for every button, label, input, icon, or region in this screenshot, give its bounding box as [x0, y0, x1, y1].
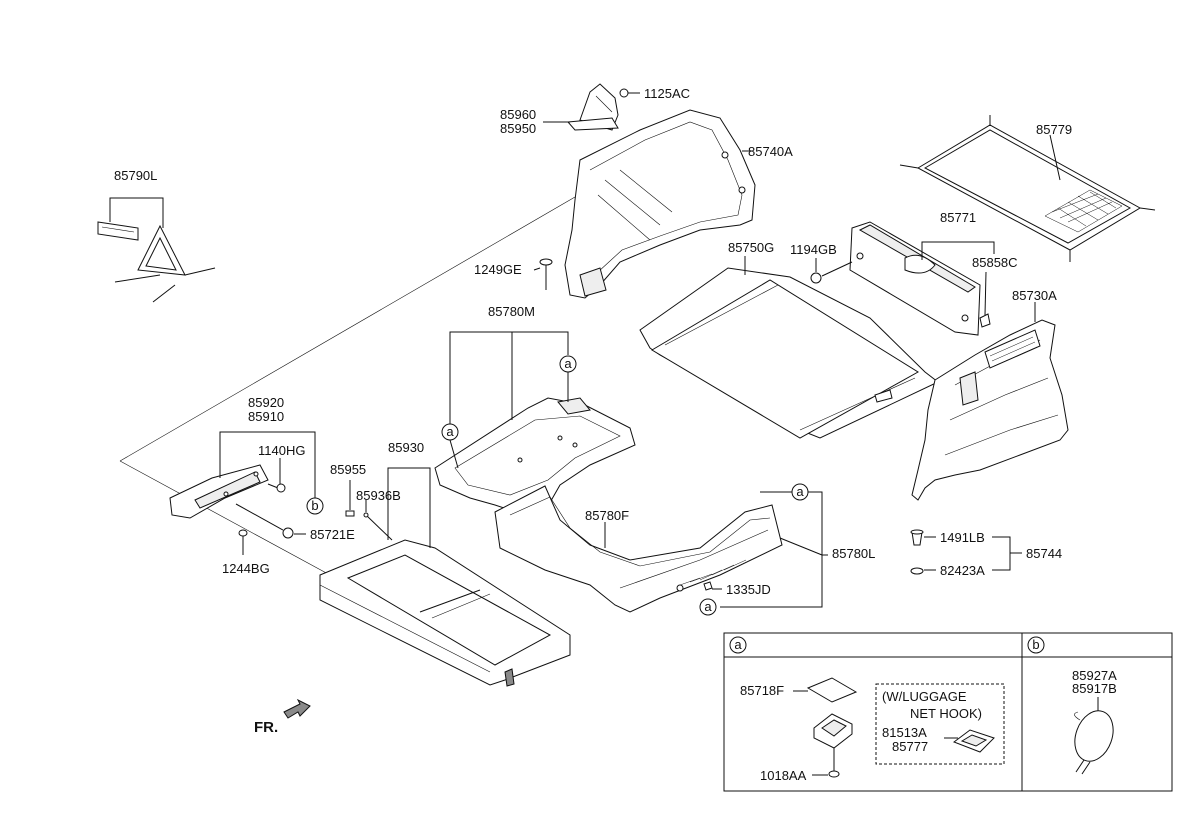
reference-line — [119, 196, 576, 462]
warning-triangle-part — [97, 221, 216, 303]
label-85718F: 85718F — [740, 683, 784, 698]
leader-1249GE — [533, 267, 541, 271]
leader-85771 — [921, 241, 995, 260]
callout-a-4: a — [699, 598, 717, 616]
label-85744: 85744 — [1026, 546, 1062, 561]
net-hook-part — [952, 729, 995, 753]
label-85780L: 85780L — [832, 546, 875, 561]
label-81513A: 81513A — [882, 725, 927, 740]
label-85750G: 85750G — [728, 240, 774, 255]
cap-85721E — [235, 503, 294, 539]
leader-callout-a-2 — [449, 439, 459, 469]
label-85721E: 85721E — [310, 527, 355, 542]
clip-1194GB — [810, 261, 853, 284]
label-1018AA: 1018AA — [760, 768, 807, 783]
upper-bracket-part — [566, 83, 640, 131]
label-85777: 85777 — [892, 739, 928, 754]
small-clips-85955 — [345, 510, 393, 541]
leader-85858C — [984, 271, 987, 316]
label-85740A: 85740A — [748, 144, 793, 159]
bolt-1140HG — [267, 483, 286, 493]
label-85955: 85955 — [330, 462, 366, 477]
screw-1244BG — [238, 529, 248, 555]
label-85779: 85779 — [1036, 122, 1072, 137]
svg-text:b: b — [1032, 637, 1039, 652]
svg-text:a: a — [796, 484, 804, 499]
luggage-board-part — [319, 539, 571, 687]
svg-text:a: a — [734, 637, 742, 652]
label-85920: 85920 — [248, 395, 284, 410]
svg-text:a: a — [704, 599, 712, 614]
detail-b-header: b — [1027, 636, 1045, 654]
label-85960: 85960 — [500, 107, 536, 122]
fasteners-85744 — [910, 529, 924, 575]
leader-85920 — [219, 431, 316, 498]
label-82423A: 82423A — [940, 563, 985, 578]
leader-85930 — [387, 467, 431, 548]
label-85771: 85771 — [940, 210, 976, 225]
label-85910: 85910 — [248, 409, 284, 424]
label-1140HG: 1140HG — [258, 443, 305, 458]
leader-85780M — [449, 331, 569, 426]
label-85780M: 85780M — [488, 304, 535, 319]
label-1125AC: 1125AC — [644, 86, 690, 101]
screw-1249GE — [539, 258, 553, 290]
leader-85779 — [1049, 134, 1061, 181]
note-luggage-line2: NET HOOK) — [910, 706, 982, 721]
detail-panel: a 85718F 1018AA (W/LUGGAGE NET HOOK) 815… — [723, 632, 1173, 792]
label-85936B: 85936B — [356, 488, 401, 503]
leader-85790L — [109, 197, 164, 228]
callout-a-1: a — [559, 355, 577, 373]
svg-text:a: a — [564, 356, 572, 371]
label-85790L: 85790L — [114, 168, 157, 183]
svg-text:b: b — [311, 498, 318, 513]
transverse-trim-part — [849, 221, 991, 336]
left-quarter-trim-part — [564, 109, 756, 299]
side-cover-part — [169, 464, 269, 519]
clip-1335JD — [703, 581, 713, 591]
center-tray-part — [434, 397, 636, 521]
cargo-net-part — [899, 115, 1156, 262]
detail-a-parts — [806, 677, 858, 778]
luggage-floor-mat-part — [639, 267, 939, 439]
leader-85744 — [992, 536, 1011, 571]
label-1244BG: 1244BG — [222, 561, 270, 576]
lower-tray-part — [494, 485, 783, 613]
svg-text:a: a — [446, 424, 454, 439]
reference-line-2 — [119, 460, 331, 576]
label-85917B: 85917B — [1072, 681, 1117, 696]
leader-85780L-2 — [779, 537, 823, 556]
label-1491LB: 1491LB — [940, 530, 985, 545]
front-direction-indicator: FR. — [254, 698, 311, 736]
callout-b-1: b — [306, 497, 324, 515]
callout-a-2: a — [441, 423, 459, 441]
label-85927A: 85927A — [1072, 668, 1117, 683]
label-85858C: 85858C — [972, 255, 1018, 270]
label-1249GE: 1249GE — [474, 262, 522, 277]
note-luggage-line1: (W/LUGGAGE — [882, 689, 967, 704]
label-85730A: 85730A — [1012, 288, 1057, 303]
right-quarter-trim-part — [911, 319, 1069, 501]
label-85780F: 85780F — [585, 508, 629, 523]
label-1335JD: 1335JD — [726, 582, 771, 597]
callout-a-3: a — [791, 483, 809, 501]
detail-a-header: a — [729, 636, 747, 654]
label-85950: 85950 — [500, 121, 536, 136]
leader-85780L — [720, 491, 823, 608]
front-label: FR. — [254, 719, 278, 736]
cover-cap-part — [1074, 710, 1114, 775]
label-85930: 85930 — [388, 440, 424, 455]
luggage-net-hook-box — [875, 683, 1005, 765]
front-arrow-icon — [283, 698, 311, 719]
label-1194GB: 1194GB — [790, 242, 837, 257]
